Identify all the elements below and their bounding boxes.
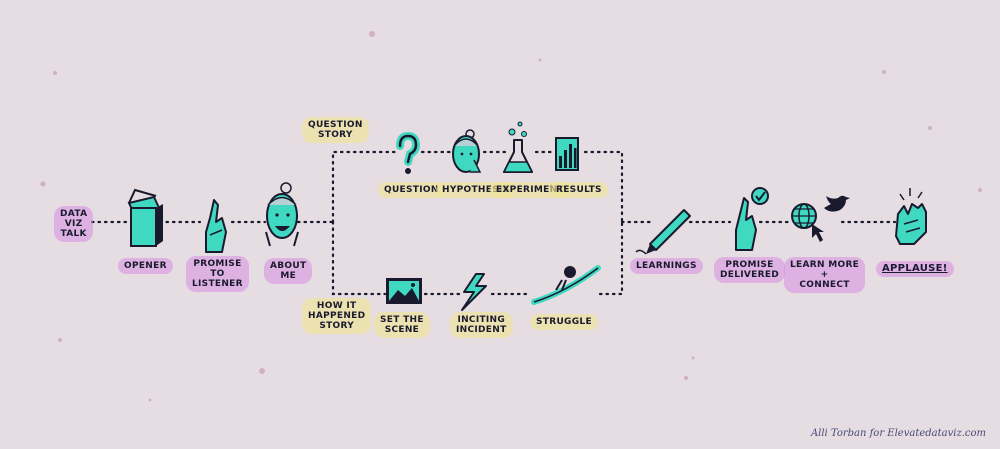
label-data-viz-talk: DATA VIZ TALK xyxy=(54,206,94,242)
cursor-arrow-icon xyxy=(812,224,824,242)
label-question: QUESTION xyxy=(378,182,445,198)
artist-signature: Alli Torban for Elevatedataviz.com xyxy=(810,428,986,439)
label-learnings: LEARNINGS xyxy=(630,258,703,274)
crossed-fingers-icon xyxy=(205,199,227,253)
label-how-it-happened-story: HOW IT HAPPENED STORY xyxy=(302,298,372,334)
label-applause: APPLAUSE! xyxy=(876,261,954,277)
box-icon xyxy=(127,188,163,247)
thinking-face-icon xyxy=(452,129,482,173)
pencil-icon xyxy=(635,209,691,255)
results-chart-icon xyxy=(555,137,579,171)
label-experiment: EXPERIMENT xyxy=(490,182,570,198)
lightning-bolt-icon xyxy=(461,273,487,311)
question-mark-icon xyxy=(396,131,421,174)
label-question-story: QUESTION STORY xyxy=(302,117,369,143)
globe-icon xyxy=(791,203,817,229)
clapping-hands-icon xyxy=(895,188,927,245)
label-learn-more-connect: LEARN MORE + CONNECT xyxy=(784,257,866,293)
label-opener: OPENER xyxy=(118,258,173,274)
paper-speckles xyxy=(40,31,982,402)
flask-icon xyxy=(502,121,534,173)
label-promise-delivered: PROMISE DELIVERED xyxy=(714,257,786,283)
bird-icon xyxy=(824,195,850,212)
uphill-struggle-icon xyxy=(531,265,601,305)
promise-kept-icon xyxy=(735,187,769,251)
label-inciting-incident: INCITING INCIDENT xyxy=(450,312,513,338)
label-struggle: STRUGGLE xyxy=(530,314,598,330)
landscape-picture-icon xyxy=(386,278,422,304)
dotted-connectors xyxy=(90,150,897,296)
label-set-the-scene: SET THE SCENE xyxy=(374,312,430,338)
label-results: RESULTS xyxy=(550,182,608,198)
label-about-me: ABOUT ME xyxy=(264,258,313,284)
label-promise-to-listener: PROMISE TO LISTENER xyxy=(186,256,249,292)
face-icon xyxy=(265,182,299,247)
